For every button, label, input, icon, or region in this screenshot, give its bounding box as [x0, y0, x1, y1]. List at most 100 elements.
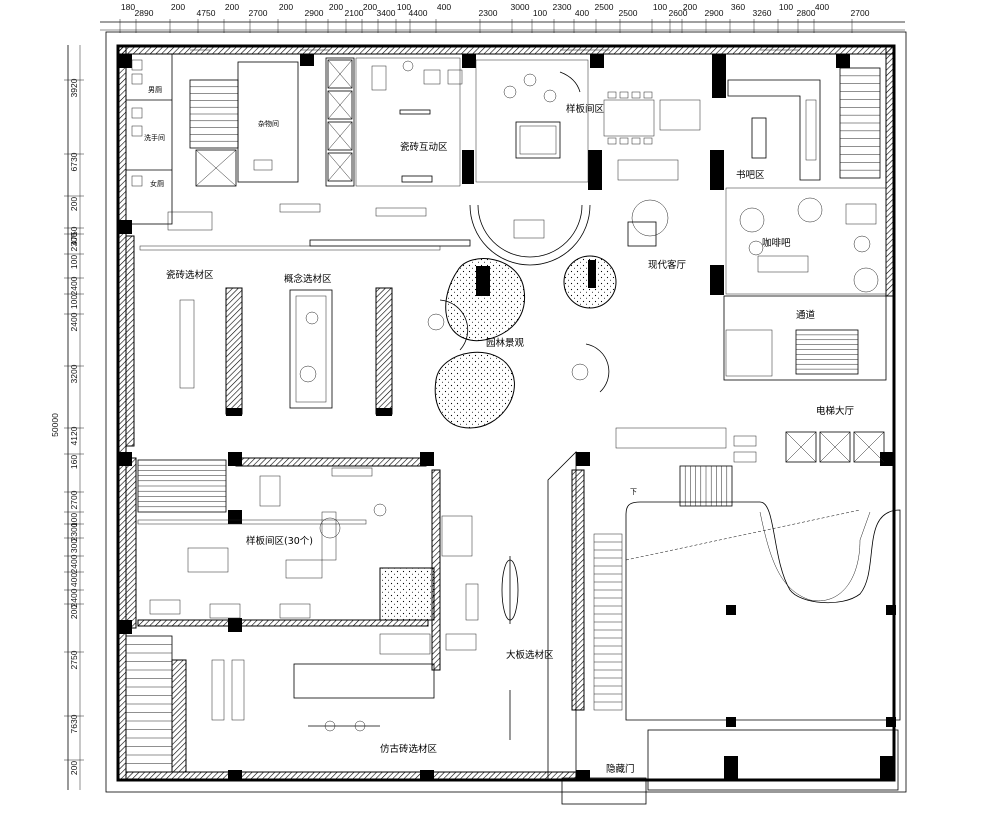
cafe-zone: 咖啡吧 [725, 187, 887, 295]
left-dim-label: 2300 [69, 522, 79, 541]
total-dimension: 50000 [50, 413, 60, 437]
top-dim-label: 2300 [553, 2, 572, 12]
left-dim-label: 2700 [69, 490, 79, 509]
left-dim-label: 2400 [69, 554, 79, 573]
left-dim-label: 400 [69, 573, 79, 587]
top-dim-label: 3000 [511, 2, 530, 12]
large-board-zone: 大板选材区 [431, 469, 554, 740]
left-dim-label: 160 [69, 455, 79, 469]
left-dim-label: 200 [69, 197, 79, 211]
elevator-shafts-top [325, 57, 355, 187]
elevator-car [327, 59, 353, 89]
left-dim-label: 300 [69, 539, 79, 553]
top-dim-label: 200 [683, 2, 697, 12]
left-dim-label: 7630 [69, 714, 79, 733]
label-misc-room: 杂物间 [258, 119, 279, 128]
top-dim-label: 4750 [197, 8, 216, 18]
elevator-car [327, 121, 353, 151]
label-tile-selection: 瓷砖选材区 [166, 269, 214, 281]
elevator-car [327, 90, 353, 120]
antique-tile-zone: 仿古砖选材区 [125, 633, 438, 773]
left-dim-label: 100 [69, 513, 79, 527]
left-dim-label: 2300 [69, 232, 79, 251]
label-wash: 洗手间 [144, 133, 165, 142]
book-bar-zone: 书吧区 [727, 67, 881, 181]
chair [619, 137, 629, 145]
label-antique-tile: 仿古砖选材区 [380, 743, 438, 755]
mid-top-partitions [139, 203, 471, 251]
top-dim-label: 100 [779, 2, 793, 12]
label-sample-room: 样板间区 [566, 103, 605, 115]
label-toilet: 男厕 [148, 86, 162, 94]
structural-columns [118, 54, 896, 780]
top-dim-label: 2100 [345, 8, 364, 18]
top-dim-label: 2600 [669, 8, 688, 18]
top-dim-label: 2500 [595, 2, 614, 12]
label-hidden-door: 隐藏门 [606, 763, 635, 775]
sample-room-30-zone: 样板间区(30个) [125, 457, 473, 629]
left-dimension-line: 3920673020047502300100240010024003200412… [50, 45, 84, 790]
label-book-bar: 书吧区 [736, 170, 765, 181]
label-down: 下 [630, 488, 637, 496]
garden-landscape: 园林景观 [427, 258, 610, 429]
chair [631, 137, 641, 145]
top-dim-label: 400 [575, 8, 589, 18]
top-dim-label: 180 [121, 2, 135, 12]
upper-left-service-block: 男厕 洗手间 女厕 杂物间 [125, 53, 299, 225]
chair [631, 91, 641, 99]
label-corridor: 通道 [796, 309, 816, 321]
modern-living-zone: 现代客厅 [469, 199, 687, 309]
label-concept-selection: 概念选材区 [284, 273, 332, 285]
label-large-board: 大板选材区 [506, 649, 554, 661]
top-dim-label: 2700 [249, 8, 268, 18]
top-dim-label: 400 [437, 2, 451, 12]
left-dim-label: 4750 [69, 226, 79, 245]
top-dim-label: 360 [731, 2, 745, 12]
label-garden: 园林景观 [486, 337, 525, 349]
chair [643, 91, 653, 99]
label-modern-living: 现代客厅 [648, 259, 687, 271]
top-dim-label: 2900 [705, 8, 724, 18]
left-dim-label: 2400 [69, 276, 79, 295]
corridor-and-elevator-hall: 通道 电梯大厅 [615, 295, 887, 463]
label-cafe: 咖啡吧 [762, 237, 791, 249]
chair [607, 91, 617, 99]
top-dim-label: 100 [397, 2, 411, 12]
tile-selection-zone: 瓷砖选材区 概念选材区 [125, 235, 393, 447]
sample-room-upper: 样板间区 [475, 59, 701, 183]
top-dim-label: 100 [533, 8, 547, 18]
chair [643, 137, 653, 145]
top-dim-label: 3260 [753, 8, 772, 18]
left-dim-label: 3200 [69, 364, 79, 383]
top-dim-label: 200 [225, 2, 239, 12]
left-dim-label: 2750 [69, 650, 79, 669]
label-tile-interaction: 瓷砖互动区 [400, 141, 448, 153]
top-dim-label: 200 [279, 2, 293, 12]
top-dimension-line: 1802890200475020027002002900200210020034… [100, 2, 905, 33]
left-dim-label: 200 [69, 605, 79, 619]
top-dim-label: 200 [363, 2, 377, 12]
outer-walls [105, 31, 907, 793]
left-dim-label: 4120 [69, 426, 79, 445]
left-dim-label: 3920 [69, 78, 79, 97]
label-sample-room-30: 样板间区(30个) [246, 535, 313, 547]
top-dim-label: 2890 [135, 8, 154, 18]
top-dim-label: 2300 [479, 8, 498, 18]
top-dim-label: 2700 [851, 8, 870, 18]
auditorium-stair-area: 下 隐藏门 [547, 451, 901, 805]
top-dim-label: 400 [815, 2, 829, 12]
left-dim-label: 100 [69, 295, 79, 309]
label-elevator-hall: 电梯大厅 [816, 405, 855, 417]
elevator-car [327, 152, 353, 182]
top-dim-label: 100 [653, 2, 667, 12]
top-dim-label: 200 [329, 2, 343, 12]
tile-interaction-zone: 瓷砖互动区 [355, 57, 463, 187]
chair [607, 137, 617, 145]
top-dim-label: 4400 [409, 8, 428, 18]
top-dim-label: 2900 [305, 8, 324, 18]
top-dim-label: 3400 [377, 8, 396, 18]
top-dim-label: 2500 [619, 8, 638, 18]
top-dim-label: 2800 [797, 8, 816, 18]
left-dim-label: 6730 [69, 152, 79, 171]
